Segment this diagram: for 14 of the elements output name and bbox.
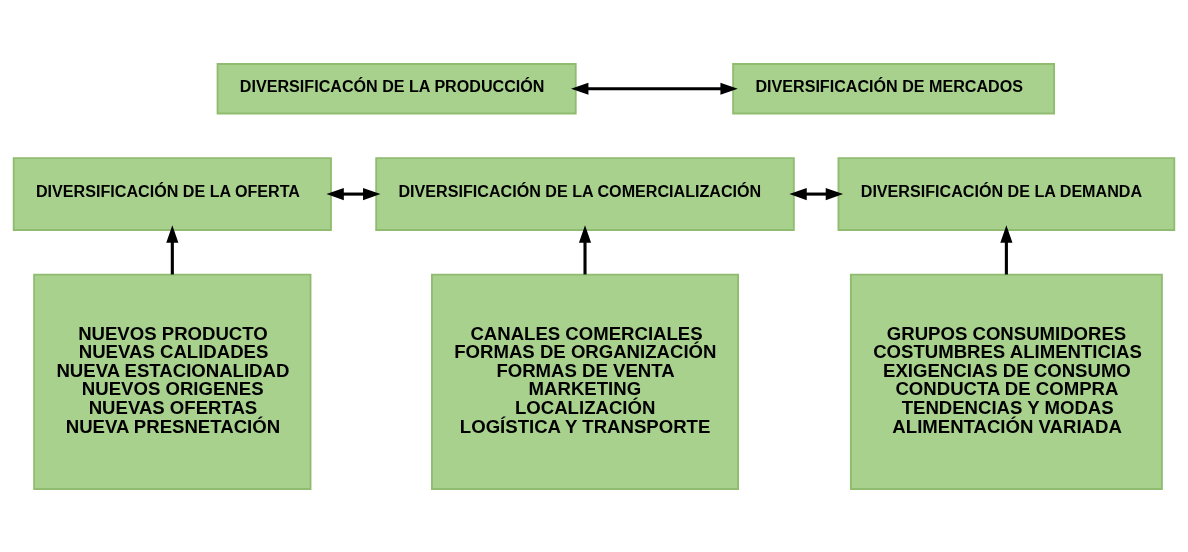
arrow (326, 187, 381, 200)
arrow (166, 224, 179, 274)
arrow (571, 82, 738, 95)
node-box: CANALES COMERCIALES FORMAS DE ORGANIZACIÓN FORMAS DE VENTA MARKETING LOCALIZACIÓN LOGÍSTICA Y TRANSPORTE (431, 273, 739, 490)
node-box: GRUPOS CONSUMIDORES COSTUMBRES ALIMENTICIAS EXIGENCIAS DE CONSUMO CONDUCTA DE COMPRA TENDENCIAS Y MODAS ALIMENTACIÓN VARIADA (849, 273, 1163, 490)
node-box: NUEVOS PRODUCTO NUEVAS CALIDADES NUEVA ESTACIONALIDAD NUEVOS ORIGENES NUEVAS OFERTAS NUEVA PRESNETACIÓN (33, 273, 312, 490)
node-box: DIVERSIFICACIÓN DE LA COMERCIALIZACIÓN (375, 156, 795, 231)
node-box: DIVERSIFICACIÓN DE LA DEMANDA (837, 156, 1176, 231)
node-box: DIVERSIFICACÓN DE LA PRODUCCIÓN (216, 62, 577, 114)
arrow (789, 187, 844, 200)
arrow (578, 224, 592, 274)
node-box: DIVERSIFICACIÓN DE LA OFERTA (12, 156, 332, 231)
node-box: DIVERSIFICACIÓN DE MERCADOS (732, 62, 1056, 114)
arrow (1000, 224, 1013, 274)
